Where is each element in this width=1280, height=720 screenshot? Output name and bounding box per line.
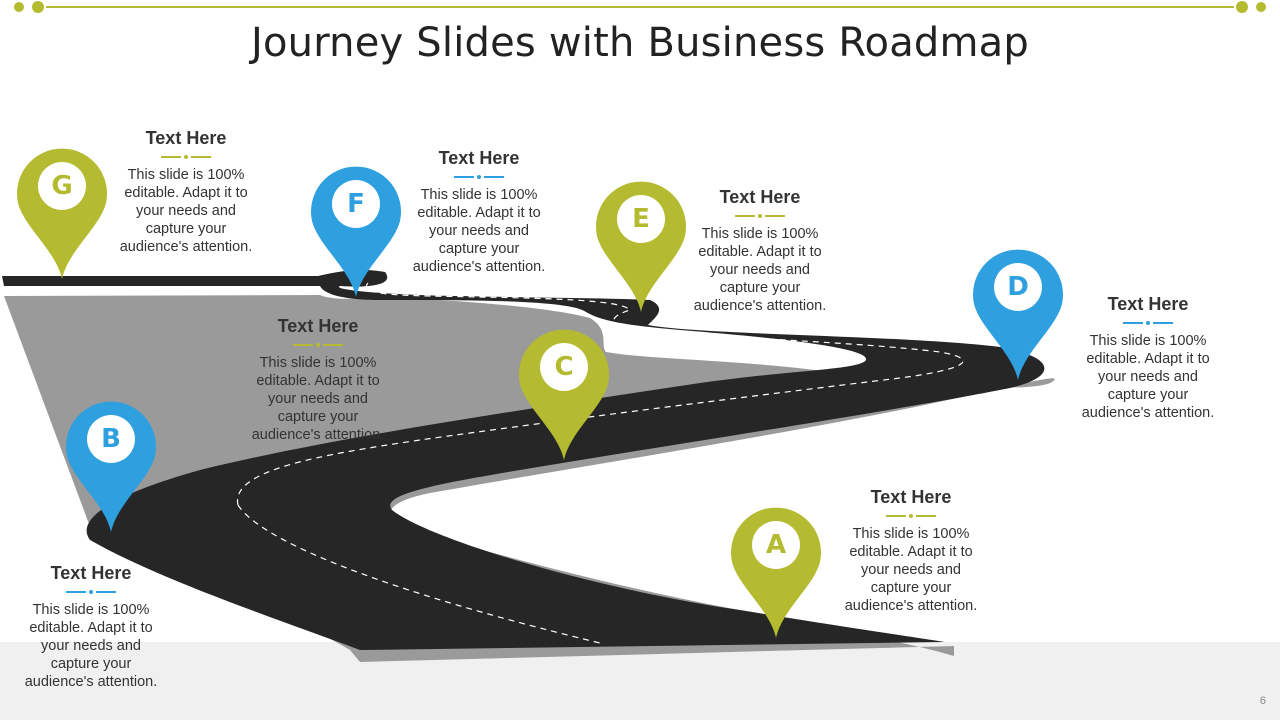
milestone-body-f: This slide is 100% editable. Adapt it to… bbox=[412, 187, 546, 275]
milestone-text-b: Text Here This slide is 100% editable. A… bbox=[16, 562, 166, 691]
milestone-pin-g: G bbox=[14, 141, 110, 281]
milestone-pin-e: E bbox=[593, 174, 689, 314]
milestone-body-g: This slide is 100% editable. Adapt it to… bbox=[119, 167, 253, 255]
milestone-pin-b: B bbox=[63, 394, 159, 534]
milestone-heading-g: Text Here bbox=[145, 128, 227, 148]
milestone-text-f: Text Here This slide is 100% editable. A… bbox=[404, 147, 554, 276]
milestone-body-d: This slide is 100% editable. Adapt it to… bbox=[1081, 333, 1215, 421]
milestone-pin-f: F bbox=[308, 159, 404, 299]
milestone-body-b: This slide is 100% editable. Adapt it to… bbox=[24, 602, 158, 690]
milestone-text-a: Text Here This slide is 100% editable. A… bbox=[836, 486, 986, 615]
milestone-text-g: Text Here This slide is 100% editable. A… bbox=[111, 127, 261, 256]
milestone-body-c: This slide is 100% editable. Adapt it to… bbox=[251, 355, 385, 443]
floor-band bbox=[0, 642, 1280, 720]
milestone-text-c: Text Here This slide is 100% editable. A… bbox=[243, 315, 393, 444]
milestone-body-a: This slide is 100% editable. Adapt it to… bbox=[844, 526, 978, 614]
milestone-heading-d: Text Here bbox=[1107, 294, 1189, 314]
heading-ornament bbox=[404, 170, 554, 184]
milestone-pin-c: C bbox=[516, 322, 612, 462]
milestone-text-d: Text Here This slide is 100% editable. A… bbox=[1073, 293, 1223, 422]
milestone-pin-a: A bbox=[728, 500, 824, 640]
milestone-letter-f: F bbox=[347, 189, 365, 219]
milestone-heading-c: Text Here bbox=[277, 316, 359, 336]
heading-ornament bbox=[836, 509, 986, 523]
milestone-letter-c: C bbox=[554, 352, 574, 382]
milestone-heading-a: Text Here bbox=[870, 487, 952, 507]
heading-ornament bbox=[685, 209, 835, 223]
heading-ornament bbox=[111, 150, 261, 164]
page-number: 6 bbox=[1259, 695, 1266, 707]
milestone-heading-f: Text Here bbox=[438, 148, 520, 168]
heading-ornament bbox=[243, 338, 393, 352]
milestone-letter-g: G bbox=[51, 171, 73, 201]
milestone-heading-e: Text Here bbox=[719, 187, 801, 207]
heading-ornament bbox=[16, 585, 166, 599]
milestone-letter-e: E bbox=[632, 204, 650, 234]
top-decorative-line bbox=[14, 1, 1266, 13]
heading-ornament bbox=[1073, 316, 1223, 330]
milestone-letter-b: B bbox=[101, 424, 121, 454]
milestone-text-e: Text Here This slide is 100% editable. A… bbox=[685, 186, 835, 315]
slide-title: Journey Slides with Business Roadmap bbox=[250, 20, 1029, 66]
milestone-body-e: This slide is 100% editable. Adapt it to… bbox=[693, 226, 827, 314]
milestone-letter-a: A bbox=[765, 530, 787, 560]
milestone-letter-d: D bbox=[1007, 272, 1029, 302]
milestone-heading-b: Text Here bbox=[50, 563, 132, 583]
milestone-pin-d: D bbox=[970, 242, 1066, 382]
